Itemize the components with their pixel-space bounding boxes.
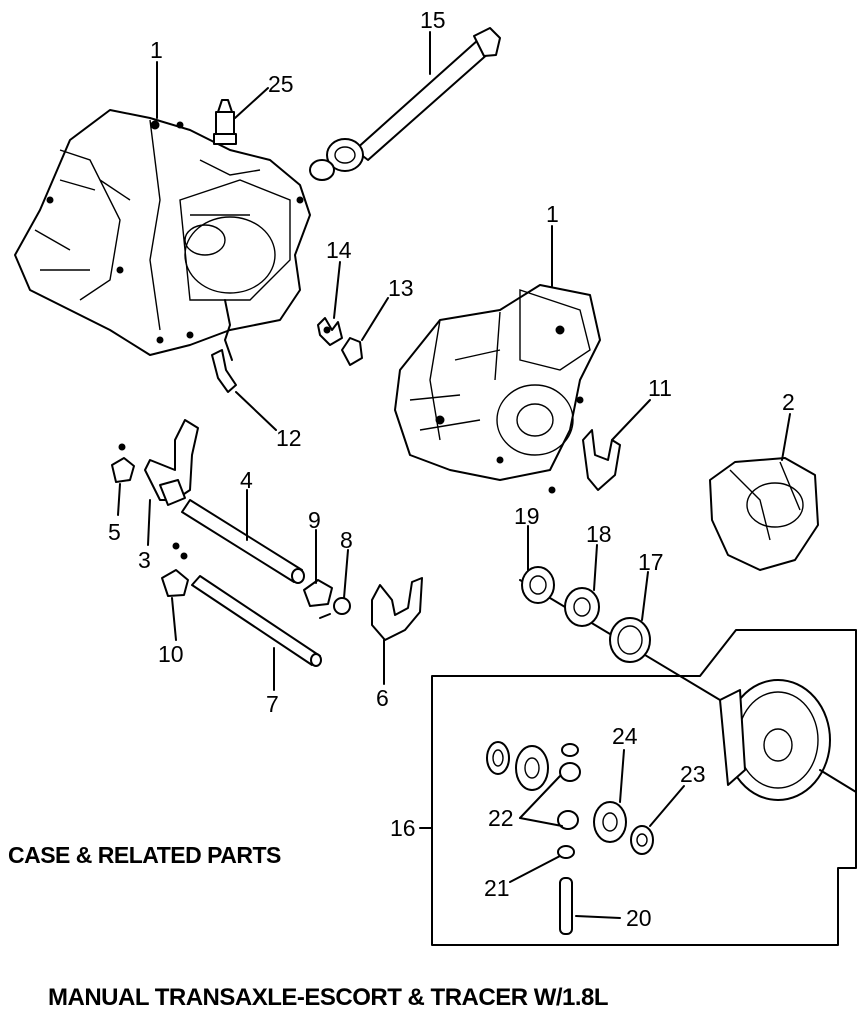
callout-22: 22: [488, 805, 514, 831]
pinion-gears-part-22: [557, 743, 581, 830]
bearing-part-17: [609, 617, 651, 663]
callout-16: 16: [390, 815, 416, 841]
callout-2: 2: [782, 389, 795, 415]
differential-box: [419, 629, 857, 946]
ring-gear: [719, 679, 857, 801]
callout-23: 23: [680, 761, 706, 787]
callout-7: 7: [266, 691, 279, 717]
bearing-part-19: [521, 566, 555, 604]
fork-part-3: [144, 419, 199, 506]
bracket-part-12: [211, 349, 237, 393]
bearing-part-18: [564, 587, 600, 627]
callout-8: 8: [340, 527, 353, 553]
transaxle-case-left: [14, 109, 311, 361]
callout-1a: 1: [150, 37, 163, 63]
cover-part-2: [709, 457, 819, 571]
callout-24: 24: [612, 723, 638, 749]
callout-3: 3: [138, 547, 151, 573]
section-caption: CASE & RELATED PARTS: [8, 842, 281, 868]
callout-19: 19: [514, 503, 540, 529]
callout-14: 14: [326, 237, 352, 263]
shift-rail-part-7: [191, 575, 322, 667]
ball-part-8: [319, 597, 351, 619]
side-gear-left: [515, 745, 549, 791]
pinion-shaft-part-20: [559, 877, 573, 935]
shift-rod-part-15: [309, 27, 501, 181]
callout-21: 21: [484, 875, 510, 901]
lever-part-13: [341, 337, 363, 366]
callout-9: 9: [308, 507, 321, 533]
callout-18: 18: [586, 521, 612, 547]
clip-part-14: [317, 317, 343, 346]
callout-11: 11: [648, 375, 672, 401]
gate-part-9: [303, 579, 333, 607]
shift-rail-part-4: [181, 499, 305, 584]
callout-4: 4: [240, 467, 253, 493]
thrust-washer-part-23: [630, 825, 654, 855]
thrust-washer-left: [486, 741, 510, 775]
shift-fork-part-11: [582, 429, 621, 491]
fork-part-6: [371, 577, 423, 641]
washer-part-21: [557, 845, 575, 859]
side-gear-part-24: [593, 801, 627, 843]
interlock-part-5: [111, 443, 135, 483]
interlock-part-10: [161, 542, 189, 597]
callout-25: 25: [268, 71, 294, 97]
transaxle-case-right: [394, 284, 601, 481]
callout-5: 5: [108, 519, 121, 545]
callout-6: 6: [376, 685, 389, 711]
callout-15: 15: [420, 7, 446, 33]
pin: [548, 486, 556, 494]
vent-part-25: [213, 99, 237, 145]
callout-12: 12: [276, 425, 302, 451]
callout-1b: 1: [546, 201, 559, 227]
callout-20: 20: [626, 905, 652, 931]
leader-lines: [117, 31, 791, 919]
callout-17: 17: [638, 549, 664, 575]
callout-10: 10: [158, 641, 184, 667]
diagram-title: MANUAL TRANSAXLE-ESCORT & TRACER W/1.8L: [48, 984, 609, 1011]
callout-13: 13: [388, 275, 414, 301]
